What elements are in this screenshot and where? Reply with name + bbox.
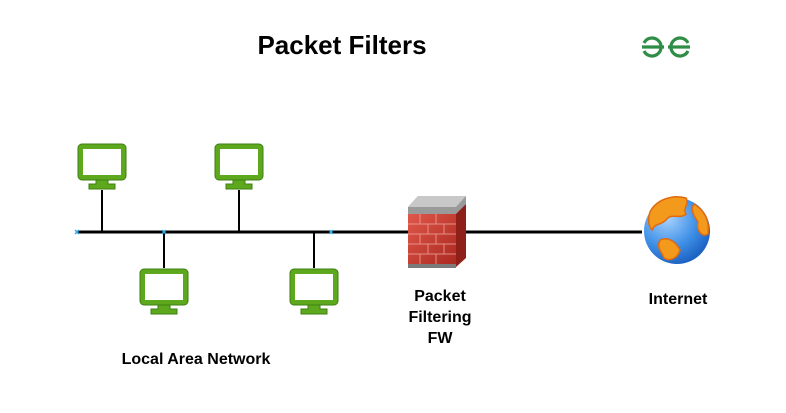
firewall-label-line: Filtering <box>408 309 472 326</box>
brick-firewall-icon[interactable] <box>408 196 466 268</box>
junction-marker <box>74 229 80 235</box>
globe-icon[interactable] <box>644 196 710 264</box>
junction-marker <box>328 229 334 235</box>
computer-icon[interactable] <box>139 268 189 315</box>
firewall-label-line: FW <box>427 330 453 347</box>
lan-label: Local Area Network <box>121 351 271 368</box>
computer-icon[interactable] <box>289 268 339 315</box>
computer-icon[interactable] <box>77 143 127 190</box>
internet-label: Internet <box>648 291 708 308</box>
computer-icon[interactable] <box>214 143 264 190</box>
geeksforgeeks-logo-icon <box>642 36 690 58</box>
page-title: Packet Filters <box>257 30 427 60</box>
firewall-label: Packet Filtering FW <box>390 286 490 349</box>
firewall-label-line: Packet <box>414 288 466 305</box>
junction-marker <box>161 229 167 235</box>
